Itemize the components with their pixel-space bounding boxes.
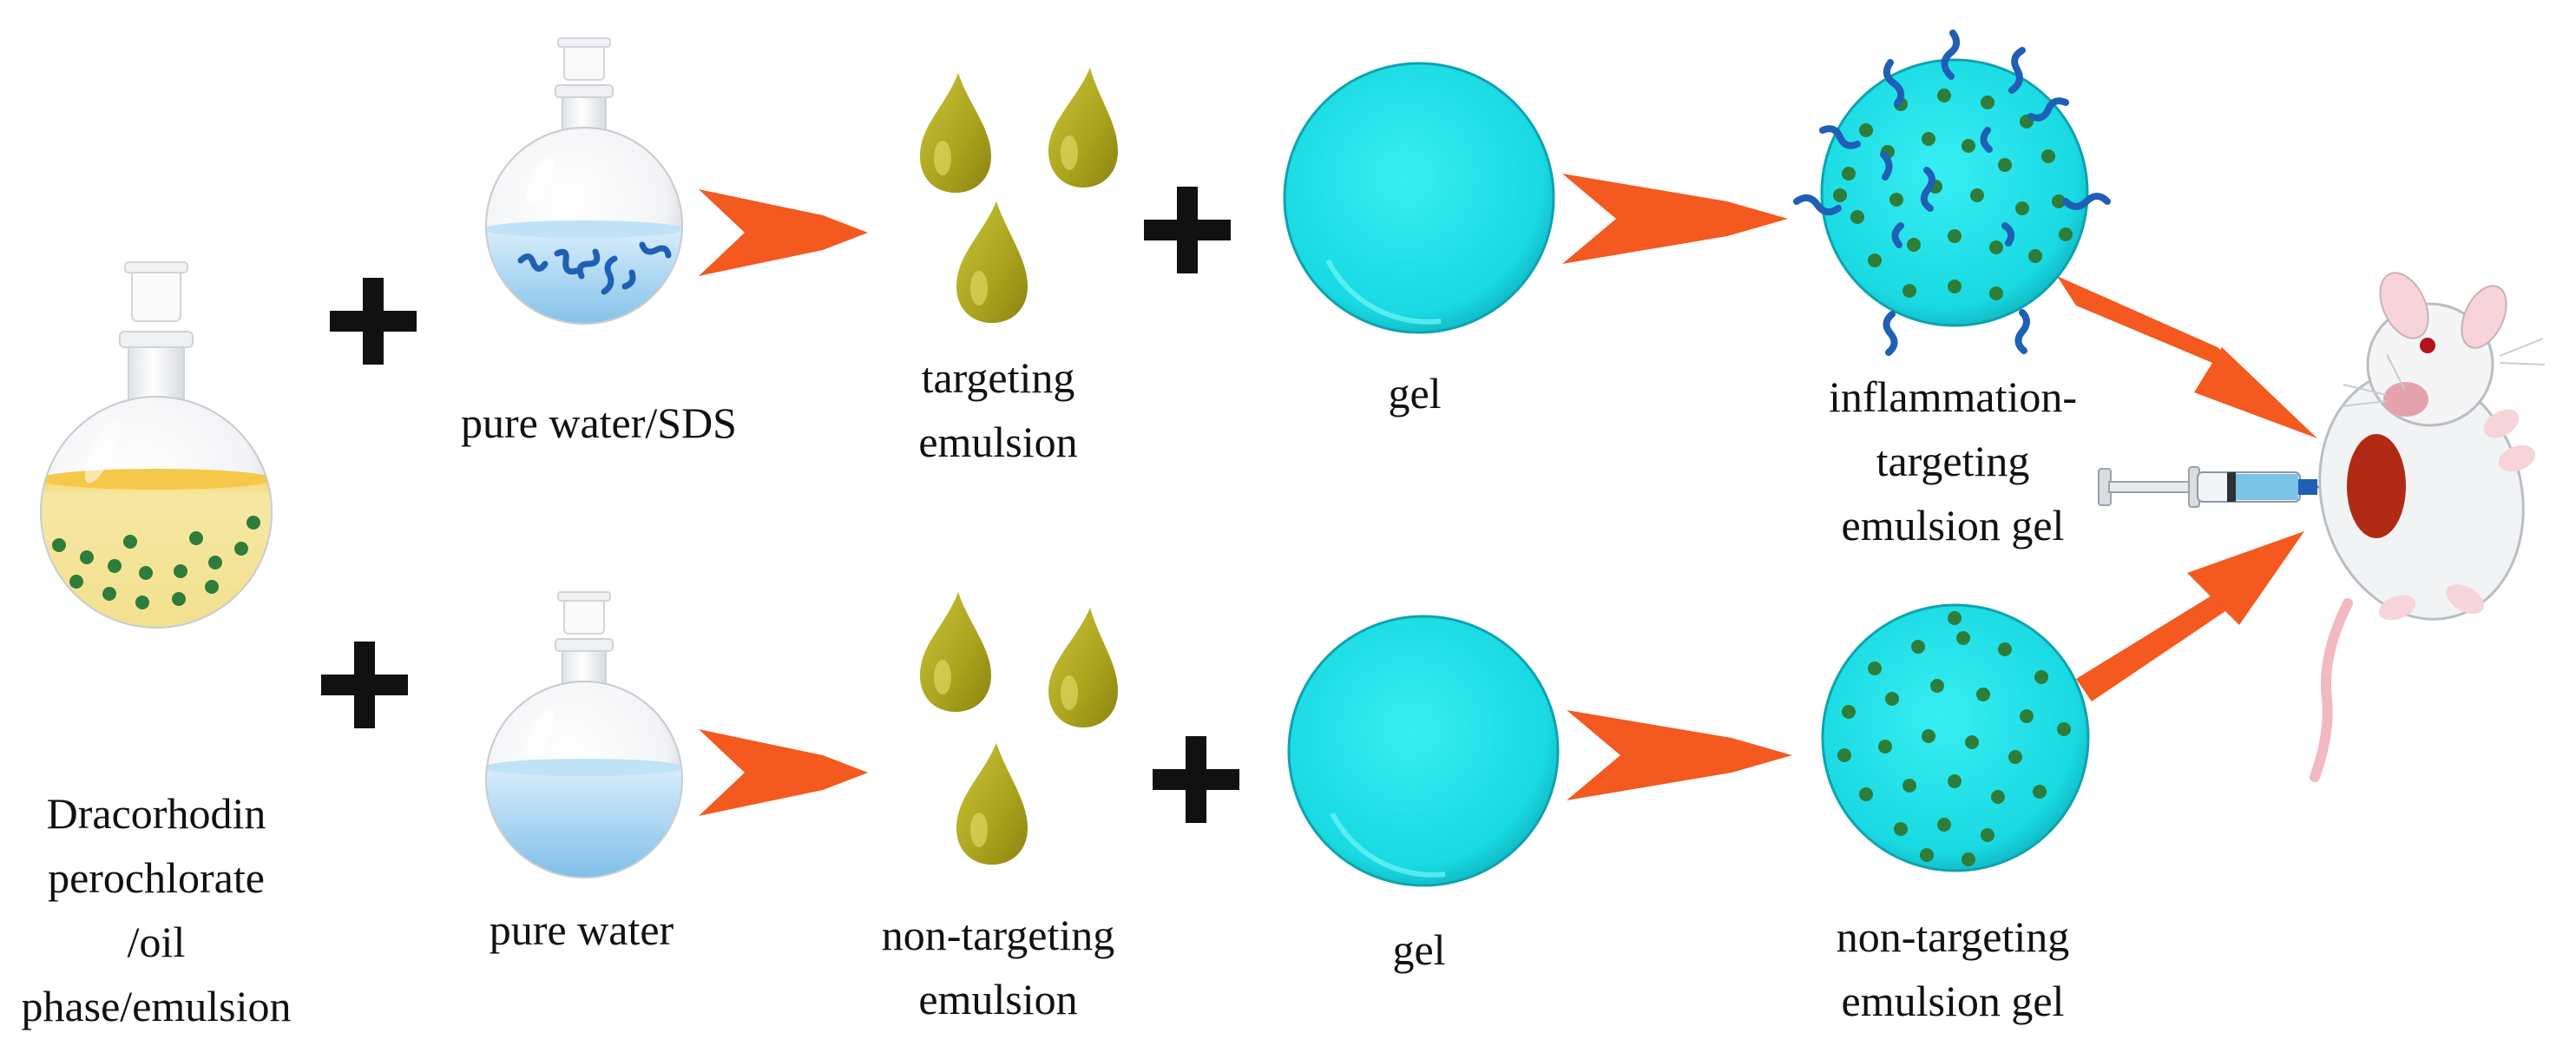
water-flask-icon xyxy=(485,591,683,879)
plus-icon-bottom-left xyxy=(321,642,408,728)
oil-phase-flask-icon xyxy=(40,261,273,629)
water-sds-flask-icon xyxy=(485,37,683,325)
gel-top-label-text: gel xyxy=(1388,369,1442,418)
oil-phase-label-line-2: perochlorate xyxy=(48,853,265,902)
syringe-icon xyxy=(2098,466,2352,508)
inflammation-targeting-gel-label-line-2: targeting xyxy=(1876,437,2030,485)
non-targeting-emulsion-label-line-2: emulsion xyxy=(918,975,1078,1023)
oil-phase-label-line-4: phase/emulsion xyxy=(21,982,292,1030)
oil-phase-label-line-1: Dracorhodin xyxy=(46,789,266,838)
targeting-emulsion-label-line-2: emulsion xyxy=(918,418,1078,466)
arrow-icon-gel-to-targeting-gel xyxy=(1562,174,1788,264)
inflammation-targeting-gel-icon xyxy=(1793,30,2111,356)
mouse-icon xyxy=(2310,272,2546,782)
plus-icon-top-left xyxy=(330,278,417,365)
drug-particles xyxy=(52,516,260,609)
non-targeting-gel-label-line-2: emulsion gel xyxy=(1841,977,2065,1025)
non-targeting-gel-icon xyxy=(1821,603,2090,872)
non-targeting-gel-label-line-1: non-targeting xyxy=(1836,912,2070,961)
plus-icon-top-middle xyxy=(1144,187,1231,273)
gel-bottom-label: gel xyxy=(1332,918,1506,982)
pure-water-sds-label: pure water/SDS xyxy=(434,391,764,455)
arrow-icon-targeting-gel-to-mouse xyxy=(2057,276,2317,438)
arrow-icon-water-sds-to-emulsion xyxy=(699,189,868,276)
non-targeting-emulsion-label-line-1: non-targeting xyxy=(881,911,1115,959)
non-targeting-gel-label: non-targeting emulsion gel xyxy=(1779,905,2126,1033)
gel-sphere-icon-top xyxy=(1283,62,1555,334)
arrow-icon-water-to-emulsion xyxy=(699,729,868,816)
arrow-icon-non-targeting-gel-to-mouse xyxy=(2076,531,2304,701)
sds-surfactant-chains xyxy=(517,241,672,295)
targeting-emulsion-drops-icon xyxy=(920,68,1118,323)
non-targeting-emulsion-drops-icon xyxy=(920,592,1118,865)
pure-water-sds-label-text: pure water/SDS xyxy=(461,398,737,447)
inflammation-targeting-gel-label: inflammation- targeting emulsion gel xyxy=(1779,365,2126,557)
gel-top-label: gel xyxy=(1328,361,1502,425)
oil-phase-label-line-3: /oil xyxy=(127,918,186,966)
gel-sphere-icon-bottom xyxy=(1287,615,1560,887)
targeting-emulsion-label-line-1: targeting xyxy=(921,353,1075,402)
plus-icon-bottom-middle xyxy=(1153,736,1239,823)
arrow-icon-gel-to-non-targeting-gel xyxy=(1567,710,1792,800)
pure-water-label-text: pure water xyxy=(489,905,674,954)
oil-phase-label: Dracorhodin perochlorate /oil phase/emul… xyxy=(17,781,295,1038)
inflammation-targeting-gel-label-line-3: emulsion gel xyxy=(1841,501,2065,550)
targeting-emulsion-label: targeting emulsion xyxy=(868,346,1128,474)
gel-bottom-label-text: gel xyxy=(1392,925,1446,974)
non-targeting-emulsion-label: non-targeting emulsion xyxy=(842,903,1154,1031)
pure-water-label: pure water xyxy=(434,898,729,962)
inflammation-targeting-gel-label-line-1: inflammation- xyxy=(1828,372,2078,421)
